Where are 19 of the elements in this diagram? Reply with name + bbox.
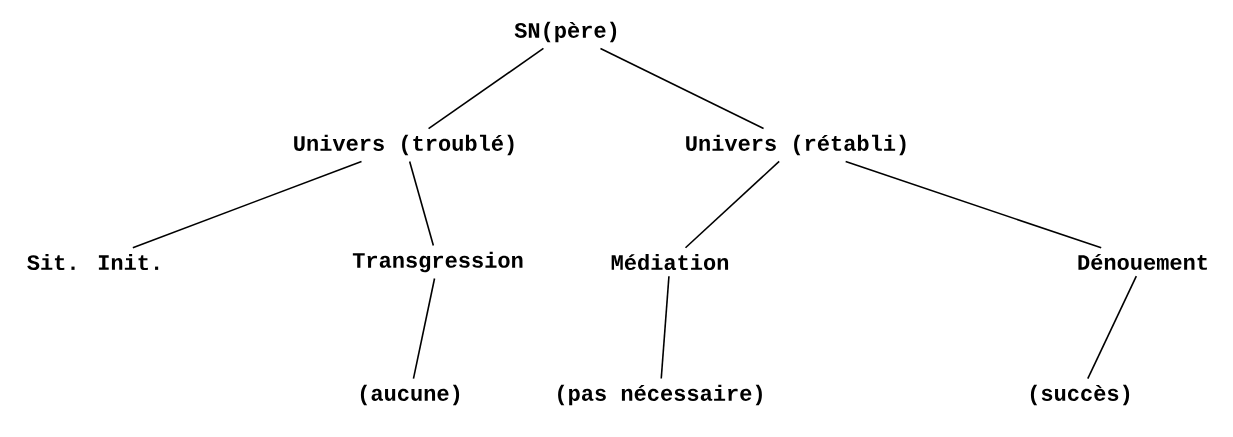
tree-label: (aucune) — [360, 384, 460, 406]
tree-label: Dénouement — [1078, 254, 1207, 270]
tree-label: SN(père) — [514, 21, 617, 43]
tree-label: Médiation — [611, 253, 729, 271]
tree-line — [427, 47, 545, 130]
tree-label: (succès) — [1030, 384, 1130, 406]
tree-line — [1087, 275, 1138, 380]
tree-label: Sit. Init. — [27, 253, 159, 271]
tree-line — [412, 277, 436, 380]
tree-line — [660, 275, 670, 380]
tree-label: Transgression — [352, 251, 523, 273]
tree-line — [844, 160, 1102, 249]
tree-line — [408, 160, 435, 247]
tree-line — [599, 47, 765, 130]
tree-label: Univers (troublé) — [294, 134, 514, 156]
tree-line — [132, 160, 363, 249]
tree-label: (pas nécessaire) — [558, 384, 762, 406]
tree-line — [684, 160, 780, 249]
tree-label: Univers (rétabli) — [686, 134, 906, 156]
